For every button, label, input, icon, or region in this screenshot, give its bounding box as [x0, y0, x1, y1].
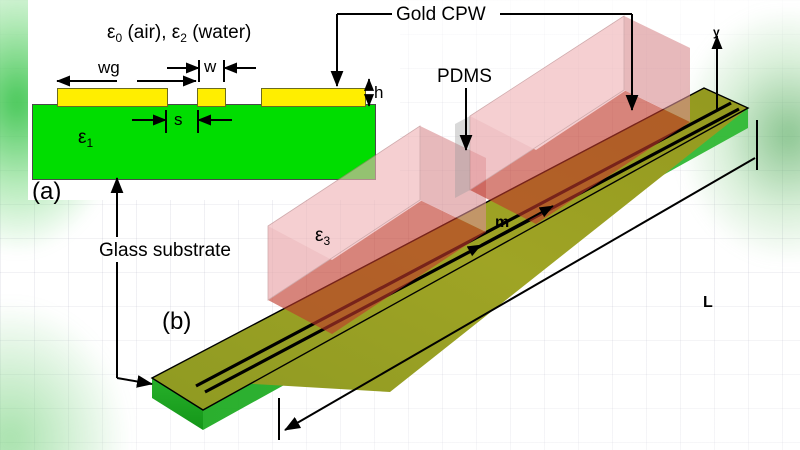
- dimension-s-label: s: [174, 110, 183, 129]
- dimension-L-label: L: [703, 294, 713, 311]
- dimension-m-label: m: [495, 214, 510, 231]
- pdms-permittivity-label: ε3: [315, 225, 331, 248]
- panel-a-label: (a): [32, 178, 62, 205]
- dimension-w-label: w: [204, 57, 217, 76]
- panel-b-label: (b): [162, 308, 192, 335]
- dimension-h-label: h: [374, 83, 384, 102]
- gold-cpw-label: Gold CPW: [396, 4, 486, 25]
- pdms-label: PDMS: [437, 66, 492, 87]
- substrate-permittivity-label: ε1: [78, 127, 94, 150]
- dimension-wg-label: wg: [98, 58, 120, 77]
- y-axis-label: y: [713, 25, 720, 39]
- top-medium-label: ε0 (air), ε2 (water): [107, 22, 252, 45]
- glass-substrate-label: Glass substrate: [99, 240, 231, 261]
